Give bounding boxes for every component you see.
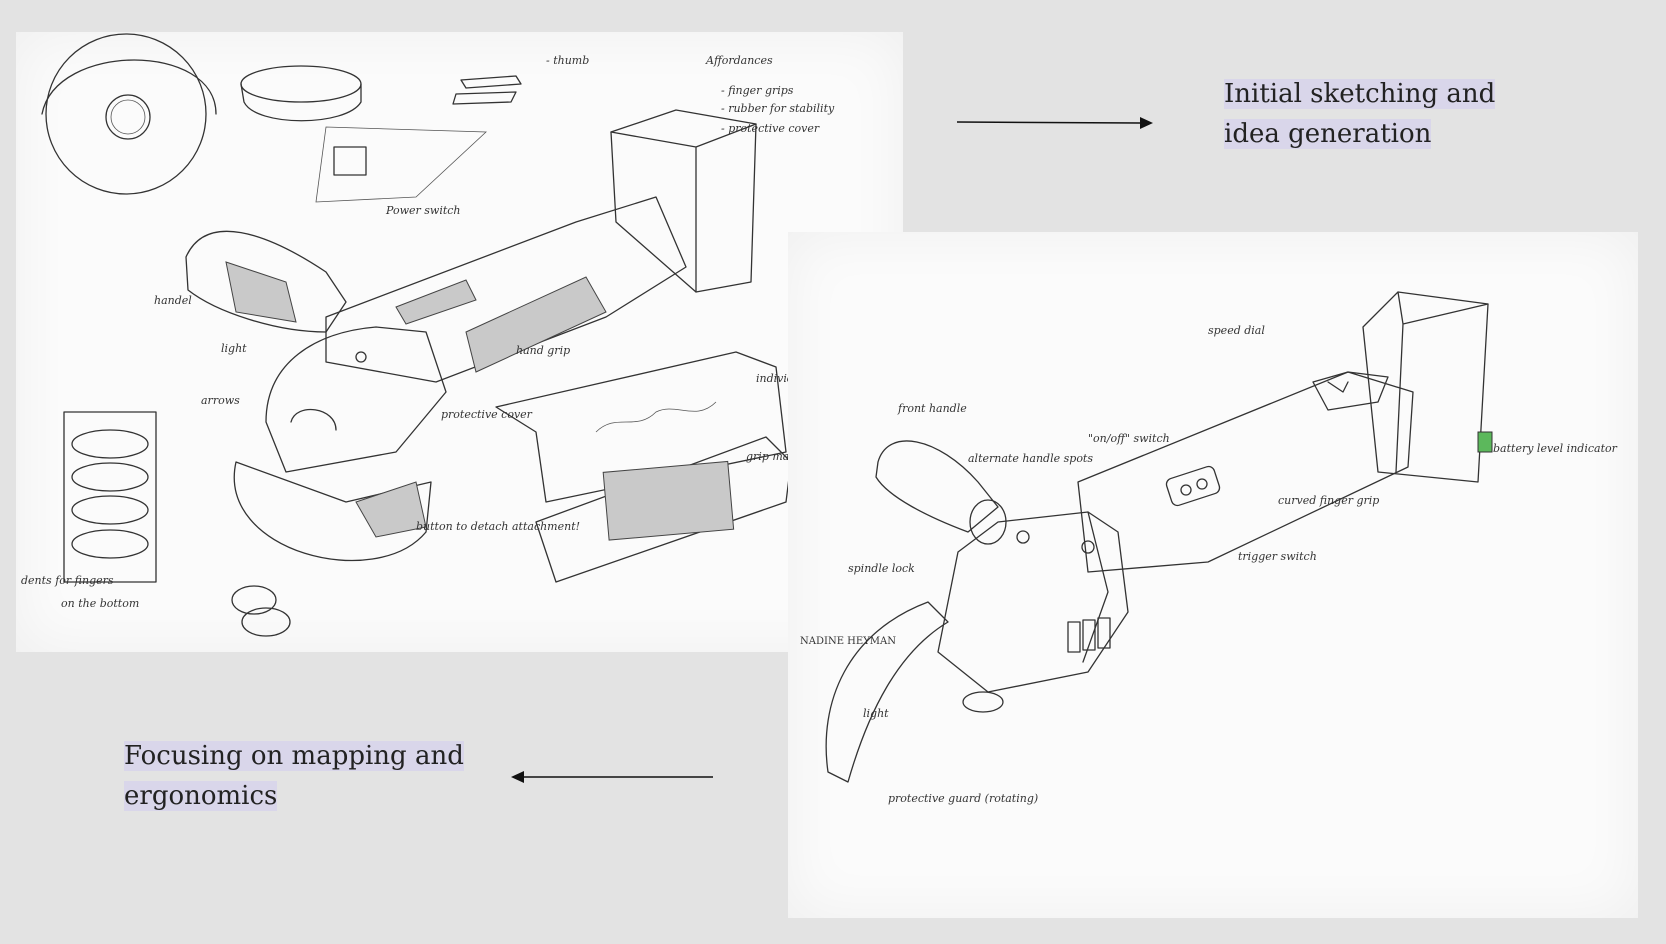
battery-indicator-mark <box>1477 431 1493 453</box>
note-handle-spots: alternate handle spots <box>968 452 1094 465</box>
arrow-left-icon <box>511 771 713 783</box>
note-protective-cover: protective cover <box>441 408 532 421</box>
note-battery: battery level indicator <box>1493 442 1617 455</box>
caption-mapping-ergonomics: Focusing on mapping and ergonomics <box>124 736 464 816</box>
signature: NADINE HEYMAN <box>800 636 897 647</box>
note-front-handle: front handle <box>898 402 967 415</box>
note-cover: - protective cover <box>721 122 820 135</box>
refined-sketch-drawing <box>825 291 1493 783</box>
note-speed-dial: speed dial <box>1208 324 1265 337</box>
sketch-sheet-refined: front handle speed dial alternate handle… <box>788 232 1638 918</box>
note-spindle-lock: spindle lock <box>848 562 915 575</box>
note-rubber: - rubber for stability <box>721 102 835 115</box>
arrow-right-icon <box>956 117 1153 129</box>
note-guard: protective guard (rotating) <box>888 792 1039 805</box>
note-power-switch: Power switch <box>386 204 461 217</box>
sketch-sheet-initial: - thumb Affordances - finger grips - rub… <box>16 32 903 652</box>
initial-sketch-drawing <box>41 33 792 637</box>
note-curved-grip: curved finger grip <box>1278 494 1380 507</box>
note-light: light <box>221 342 247 355</box>
note-onoff-switch: "on/off" switch <box>1088 432 1170 445</box>
caption-top-text: Initial sketching and idea generation <box>1224 79 1496 149</box>
note-thumb: - thumb <box>546 54 590 67</box>
note-arrows: arrows <box>201 394 240 407</box>
note-affordances: Affordances <box>706 54 773 67</box>
note-dents: dents for fingers <box>21 574 114 587</box>
note-hand-grip: hand grip <box>516 344 571 357</box>
note-trigger: trigger switch <box>1238 550 1317 563</box>
note-light: light <box>863 707 889 720</box>
caption-bottom-text: Focusing on mapping and ergonomics <box>124 741 464 811</box>
note-bottom: on the bottom <box>61 597 140 610</box>
caption-initial-sketching: Initial sketching and idea generation <box>1224 74 1554 154</box>
note-button: button to detach attachment! <box>416 520 581 533</box>
note-finger-grips: - finger grips <box>721 84 794 97</box>
note-handel: handel <box>154 294 192 307</box>
